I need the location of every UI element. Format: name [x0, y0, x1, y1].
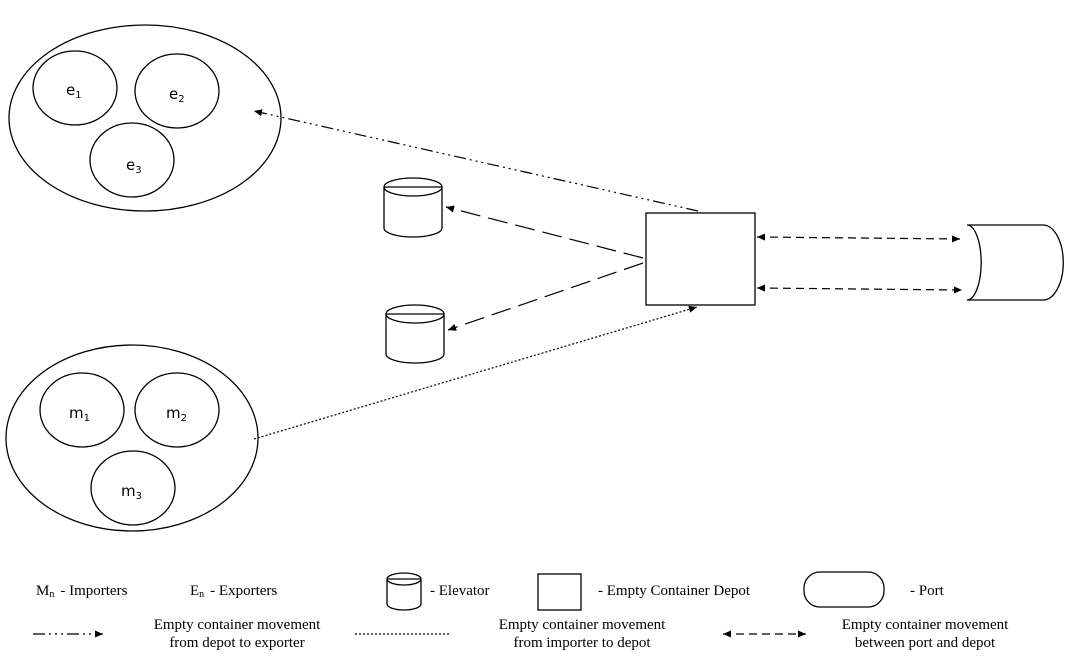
- legend-exporters: En- Exporters: [190, 583, 277, 600]
- port-shape: [966, 224, 1064, 301]
- legend-move-3-line2: between port and depot: [855, 635, 996, 651]
- legend-importers: Mn- Importers: [36, 583, 128, 600]
- legend-elevator-label: - Elevator: [430, 583, 490, 599]
- legend-move-1-line2: from depot to exporter: [169, 635, 304, 651]
- exporter-label-1: e1: [66, 81, 82, 101]
- importer-node-1: [39, 372, 125, 448]
- importer-to-depot-arrow: [253, 305, 698, 440]
- exporter-label-2: e2: [169, 85, 185, 105]
- legend-move-2-line2: from importer to depot: [513, 635, 651, 651]
- depot-to-exporter-arrow: [253, 109, 699, 212]
- exporter-label-3: e3: [126, 156, 142, 176]
- importer-node-3: [90, 450, 176, 526]
- importer-label-2: m2: [166, 404, 187, 424]
- legend-port-label: - Port: [910, 583, 945, 599]
- port-depot-arrow-top: [756, 233, 961, 243]
- legend-port-icon: [803, 571, 885, 608]
- legend-depot-label: - Empty Container Depot: [598, 583, 751, 599]
- depot-to-elevator-2-arrow: [447, 262, 644, 331]
- port-depot-arrow-bottom: [756, 284, 963, 294]
- legend-elevator-icon: [386, 572, 422, 611]
- legend-move-2-line1: Empty container movement: [499, 617, 666, 633]
- legend-depot-icon: [537, 573, 582, 611]
- legend-move-1-line1: Empty container movement: [154, 617, 321, 633]
- elevator-1-icon: [383, 177, 443, 238]
- exporter-node-2: [134, 53, 220, 129]
- importers-cluster: m1 m2 m3: [5, 344, 259, 532]
- depot-to-elevator-1-arrow: [445, 205, 644, 259]
- importer-label-1: m1: [69, 404, 90, 424]
- importer-label-3: m3: [121, 482, 142, 502]
- importer-node-2: [134, 372, 220, 448]
- exporter-node-1: [32, 50, 118, 126]
- legend: Mn- Importers En- Exporters - Elevator -…: [33, 571, 1009, 651]
- exporters-cluster: e1 e2 e3: [8, 24, 282, 212]
- container-depot-box: [645, 212, 756, 306]
- legend-move-3-line1: Empty container movement: [842, 617, 1009, 633]
- exporter-node-3: [89, 122, 175, 198]
- elevator-2-icon: [385, 304, 445, 364]
